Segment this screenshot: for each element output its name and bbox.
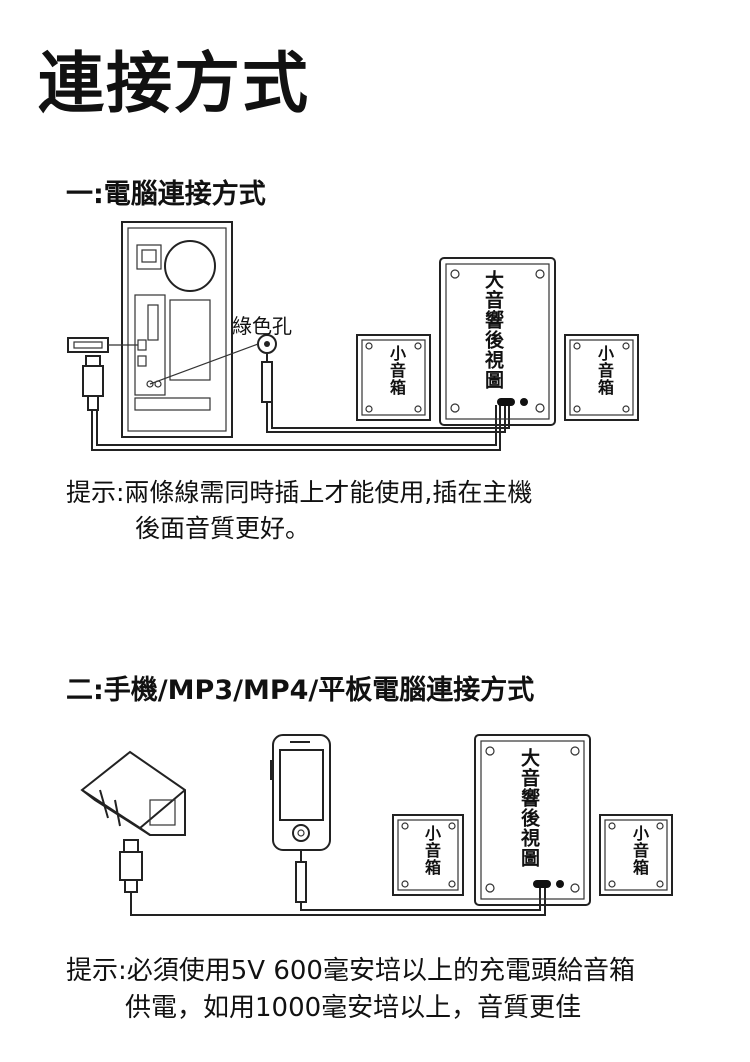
charger-icon [80,750,186,836]
audio-jack-icon [149,334,277,403]
phone-icon [270,734,331,851]
big-speaker-icon [474,734,591,906]
small-speaker-icon [599,814,673,896]
usb-cable [130,885,546,916]
big-speaker-icon [439,257,556,426]
tip1-line1: 提示:兩條線需同時插上才能使用,插在主機 [66,478,533,507]
tip1-line2: 後面音質更好。 [135,514,311,543]
big-speaker-label: 大音響後視圖 [518,748,540,868]
small-speaker-label: 小音箱 [387,345,406,396]
green-hole-label: 綠色孔 [232,314,292,338]
small-speaker-icon [392,814,464,896]
pc-tower-icon [121,221,233,438]
tip2-line1: 提示:必須使用5V 600毫安培以上的充電頭給音箱 [66,956,635,986]
audio-jack-icon [295,850,307,903]
small-speaker-label: 小音箱 [422,825,441,876]
section2-heading: 二:手機/MP3/MP4/平板電腦連接方式 [66,675,535,706]
audio-cable [300,885,541,911]
tip2-line2: 供電，如用1000毫安培以上，音質更佳 [125,993,582,1023]
small-speaker-label: 小音箱 [595,345,614,396]
section1-heading: 一:電腦連接方式 [66,179,266,210]
small-speaker-icon [356,334,431,421]
big-speaker-label: 大音響後視圖 [482,270,504,390]
usb-plug-icon [119,839,143,893]
page-title: 連接方式 [38,45,310,122]
small-speaker-label: 小音箱 [630,825,649,876]
usb-plug-icon [67,337,138,411]
small-speaker-icon [564,334,639,421]
